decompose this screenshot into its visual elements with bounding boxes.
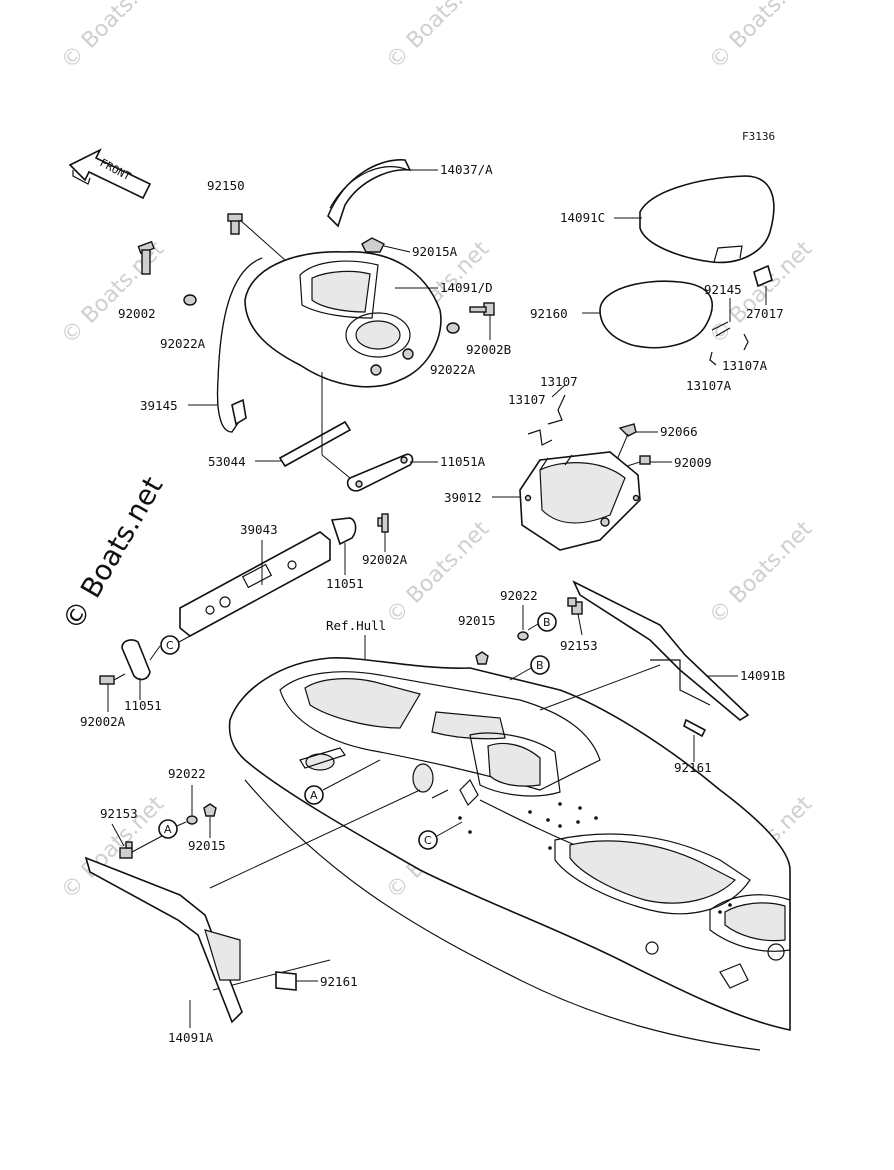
bolt-92153-low-icon — [111, 823, 163, 859]
label-11051-left: 11051 — [124, 698, 162, 713]
hull-outline — [228, 635, 791, 1051]
leader-line — [539, 664, 661, 711]
bolt-92002A-left-icon — [99, 673, 126, 712]
label-92161-right: 92161 — [674, 760, 712, 775]
label-14037A: 14037/A — [440, 162, 493, 177]
label-13107A-bottom: 13107A — [686, 378, 732, 393]
label-92002B: 92002B — [466, 342, 511, 357]
front-arrow-icon: FRONT — [68, 148, 152, 200]
part-14091C-lid — [614, 175, 775, 264]
label-92150: 92150 — [207, 178, 245, 193]
watermark: © Boats.net — [382, 0, 495, 74]
callout-A-low: A — [158, 819, 187, 839]
label-27017: 27017 — [746, 306, 784, 321]
label-92015A: 92015A — [412, 244, 458, 259]
svg-text:A: A — [310, 789, 318, 802]
label-39145: 39145 — [140, 398, 178, 413]
label-92160: 92160 — [530, 306, 568, 321]
bolt-92002-icon — [137, 240, 155, 275]
part-53044-rod — [255, 420, 352, 468]
label-53044: 53044 — [208, 454, 246, 469]
pins-13107-icon — [527, 384, 566, 446]
label-92009: 92009 — [674, 455, 712, 470]
label-ref-hull: Ref.Hull — [326, 618, 386, 633]
part-39012-storage-tray — [492, 451, 641, 551]
label-92153-mid: 92153 — [560, 638, 598, 653]
nut-92015-mid-icon — [475, 651, 489, 665]
bolt-92002A-top-icon — [377, 513, 389, 552]
label-13107A-top: 13107A — [722, 358, 768, 373]
bolt-92153-mid-icon — [567, 597, 583, 636]
part-92160-pad — [582, 280, 713, 349]
part-14091B-side-strip — [572, 580, 750, 721]
washer-92022-mid-icon — [517, 631, 529, 641]
part-39145-seal — [188, 257, 263, 433]
watermark: © Boats.net — [705, 0, 818, 74]
label-39043: 39043 — [240, 522, 278, 537]
callout-B-hull: B — [509, 655, 550, 681]
part-14091D-console — [244, 251, 442, 388]
nut-92015A-icon — [361, 237, 411, 253]
svg-text:C: C — [166, 639, 174, 652]
clips-92145-icon — [709, 298, 749, 366]
part-labels: 14037/A 92150 92015A 14091/D 92002 92022… — [80, 162, 785, 1045]
washer-92022-low-icon — [186, 815, 198, 825]
callout-B-mid: B — [527, 612, 557, 632]
part-92161-tab-right — [683, 718, 707, 762]
label-11051A: 11051A — [440, 454, 486, 469]
leader-line — [209, 789, 421, 889]
label-14091C: 14091C — [560, 210, 605, 225]
label-92022-mid: 92022 — [500, 588, 538, 603]
callout-C-bracket: C — [160, 635, 191, 655]
part-14091A-side-strip — [84, 856, 243, 1028]
svg-text:A: A — [164, 823, 172, 836]
watermark: © Boats.net — [57, 0, 170, 74]
label-39012: 39012 — [444, 490, 482, 505]
svg-text:C: C — [424, 834, 432, 847]
label-13107-left: 13107 — [508, 392, 546, 407]
part-27017-cap — [753, 264, 773, 305]
part-11051-plate-top — [330, 517, 357, 575]
label-92066: 92066 — [660, 424, 698, 439]
label-11051-top: 11051 — [326, 576, 364, 591]
label-92161-left: 92161 — [320, 974, 358, 989]
label-14091A: 14091A — [168, 1030, 214, 1045]
label-92022A-left: 92022A — [160, 336, 206, 351]
label-92002: 92002 — [118, 306, 156, 321]
label-13107-top: 13107 — [540, 374, 578, 389]
watermark: © Boats.net — [57, 236, 170, 349]
callout-A-hull: A — [304, 759, 381, 805]
washer-92022A-left-icon — [183, 294, 197, 306]
nut-92015-low-icon — [203, 803, 217, 817]
part-11051A-bracket — [321, 372, 438, 492]
svg-text:B: B — [536, 659, 544, 672]
label-92015-low: 92015 — [188, 838, 226, 853]
part-92161-tab-left — [275, 971, 318, 991]
screw-92066-icon — [615, 423, 658, 463]
label-92145: 92145 — [704, 282, 742, 297]
part-14037A-cover — [327, 159, 438, 228]
label-92015-mid: 92015 — [458, 613, 496, 628]
label-92022A-right: 92022A — [430, 362, 476, 377]
figure-ref-code: F3136 — [742, 130, 775, 143]
part-11051-plate-left — [121, 639, 161, 700]
label-92153-low: 92153 — [100, 806, 138, 821]
part-39043-bracket — [179, 531, 331, 637]
label-92022-low: 92022 — [168, 766, 206, 781]
label-14091B: 14091B — [740, 668, 785, 683]
washer-92022A-right-icon — [446, 322, 460, 334]
label-14091D: 14091/D — [440, 280, 493, 295]
watermark-main: © Boats.net — [55, 471, 169, 635]
callout-C-hull: C — [418, 821, 463, 850]
label-92002A-left: 92002A — [80, 714, 126, 729]
label-92002A-top: 92002A — [362, 552, 408, 567]
bolt-92150-icon — [227, 213, 286, 261]
watermark: © Boats.net — [705, 516, 818, 629]
svg-text:B: B — [543, 616, 551, 629]
bolt-92002B-icon — [469, 302, 495, 340]
